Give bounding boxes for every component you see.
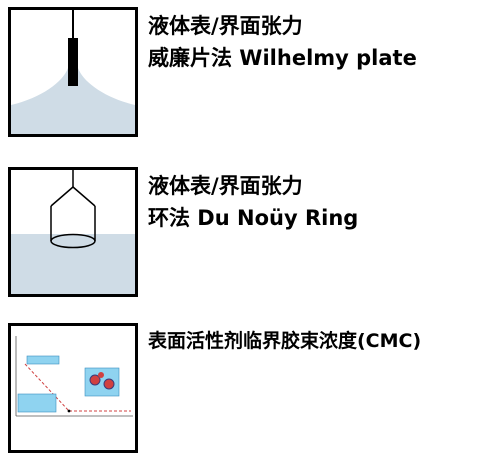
- cmc-graph-thumbnail: [15, 336, 133, 417]
- wilhelmy-plate-label[interactable]: 液体表/界面张力 威廉片法 Wilhelmy plate: [148, 10, 417, 74]
- du-nouy-ring-thumbnail[interactable]: [8, 167, 138, 297]
- ring-icon: [50, 233, 96, 249]
- bulk-panel-left: [17, 393, 57, 413]
- cmc-point: [67, 409, 71, 413]
- du-nouy-ring-diagram: [11, 170, 135, 294]
- cmc-thumbnail[interactable]: [8, 323, 138, 453]
- ring-title-line: 液体表/界面张力: [148, 174, 303, 198]
- wilhelmy-plate-thumbnail[interactable]: [8, 7, 138, 137]
- wilhelmy-plate-diagram: [11, 10, 135, 134]
- decline-curve: [24, 363, 70, 412]
- wilhelmy-plate-icon: [68, 38, 78, 86]
- stirrup-left: [50, 186, 74, 207]
- cmc-title-line: 表面活性剂临界胶束浓度(CMC): [148, 330, 422, 352]
- ring-method-line: 环法 Du Noüy Ring: [148, 206, 359, 230]
- stirrup-right: [72, 186, 96, 207]
- micelle-icon: [98, 372, 104, 378]
- wilhelmy-method-line: 威廉片法 Wilhelmy plate: [148, 46, 417, 70]
- du-nouy-ring-label[interactable]: 液体表/界面张力 环法 Du Noüy Ring: [148, 170, 358, 234]
- liquid-body: [11, 234, 135, 294]
- liquid-meniscus: [11, 68, 135, 134]
- micelle-icon: [103, 378, 115, 390]
- wilhelmy-title-line: 液体表/界面张力: [148, 14, 303, 38]
- micelle-icon: [89, 374, 101, 386]
- cmc-label[interactable]: 表面活性剂临界胶束浓度(CMC): [148, 325, 421, 357]
- surface-panel: [26, 355, 60, 365]
